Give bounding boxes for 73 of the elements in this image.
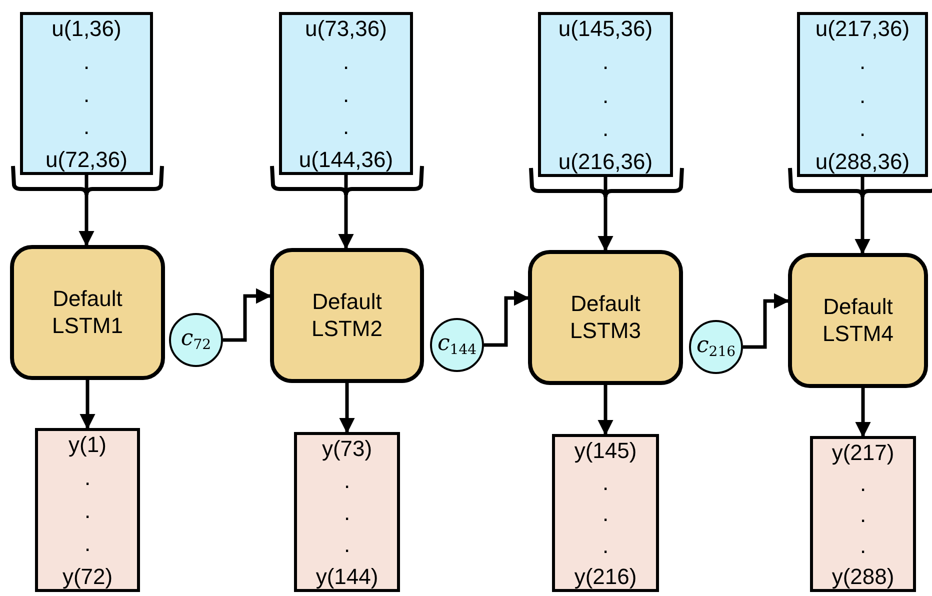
ellipsis-dot: . [860, 534, 866, 558]
sequence-element: y(72) [62, 565, 113, 589]
ellipsis-dot: . [342, 50, 350, 74]
cell-state-label: c$_{72}$ [180, 328, 212, 352]
ellipsis-dot: . [344, 533, 350, 557]
arrow [339, 383, 355, 434]
sequence-element: y(288) [832, 565, 894, 589]
ellipsis-dot: . [83, 50, 90, 74]
arrow [743, 293, 790, 349]
block-label: Default LSTM4 [822, 294, 894, 347]
sequence-element: u(288,36) [815, 150, 910, 174]
block-label: Default LSTM2 [312, 289, 382, 342]
arrow [223, 288, 272, 342]
ellipsis-dot: . [859, 116, 866, 141]
ellipsis-dot: . [344, 501, 350, 525]
ellipsis-dot: . [602, 50, 609, 74]
sequence-element: y(73) [322, 437, 372, 461]
arrow [338, 175, 354, 250]
cell-state-label: c$_{144}$ [437, 333, 477, 357]
arrow [484, 290, 530, 347]
ellipsis-dot: . [602, 534, 609, 558]
arrow [598, 177, 614, 252]
ellipsis-dot: . [860, 472, 866, 496]
arrow [855, 388, 871, 438]
arrow [854, 177, 870, 255]
sequence-element: y(145) [574, 439, 637, 463]
ellipsis-dot: . [859, 84, 866, 108]
ellipsis-dot: . [859, 50, 866, 74]
lstm-block [788, 253, 928, 388]
arrow [598, 385, 614, 436]
ellipsis-dot: . [344, 469, 350, 493]
input-sequence-box [279, 12, 413, 175]
ellipsis-dot: . [83, 82, 90, 106]
sequence-element: u(73,36) [305, 17, 387, 41]
sequence-element: y(216) [574, 565, 637, 589]
ellipsis-dot: . [342, 82, 350, 106]
sequence-element: u(217,36) [815, 17, 910, 41]
cell-state-circle [430, 318, 484, 372]
arrow [78, 175, 94, 247]
sequence-element: y(1) [68, 433, 106, 457]
output-sequence-box [294, 432, 400, 592]
ellipsis-dot: . [84, 532, 91, 556]
sequence-element: y(217) [832, 441, 894, 465]
block-label: Default LSTM3 [570, 291, 641, 344]
ellipsis-dot: . [602, 470, 609, 494]
lstm-block [10, 245, 165, 380]
sequence-element: y(144) [316, 565, 378, 589]
ellipsis-dot: . [342, 115, 350, 140]
cell-state-circle [689, 320, 743, 374]
cell-state-label: c$_{216}$ [696, 335, 736, 359]
ellipsis-dot: . [602, 116, 609, 141]
output-sequence-box [552, 434, 659, 592]
lstm-block [270, 248, 424, 383]
ellipsis-dot: . [84, 466, 91, 490]
sequence-element: u(72,36) [46, 148, 128, 172]
sequence-element: u(216,36) [558, 150, 653, 174]
lstm-block [528, 250, 683, 385]
block-label: Default LSTM1 [52, 286, 123, 339]
output-sequence-box [810, 436, 916, 592]
sequence-element: u(145,36) [558, 17, 653, 41]
ellipsis-dot: . [602, 502, 609, 526]
ellipsis-dot: . [84, 499, 91, 523]
sequence-element: u(1,36) [52, 17, 122, 41]
arrow [80, 380, 96, 430]
output-sequence-box [35, 428, 140, 592]
ellipsis-dot: . [83, 115, 90, 140]
sequence-element: u(144,36) [298, 148, 394, 172]
ellipsis-dot: . [860, 503, 866, 527]
cell-state-circle [169, 313, 223, 367]
input-sequence-box [20, 12, 153, 175]
input-sequence-box [538, 12, 673, 177]
input-sequence-box [797, 12, 928, 177]
ellipsis-dot: . [602, 84, 609, 108]
